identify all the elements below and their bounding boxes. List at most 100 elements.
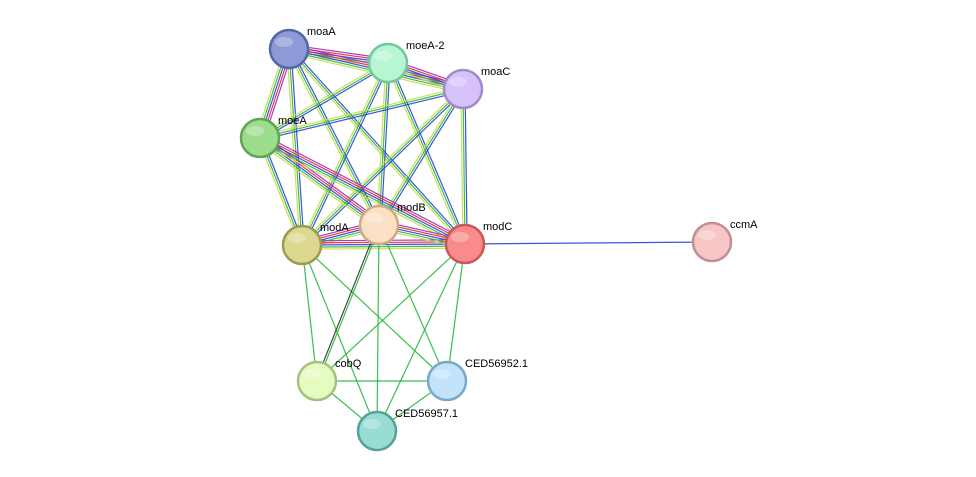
edge-line-green bbox=[258, 139, 465, 247]
edge-line-yellow bbox=[257, 141, 464, 249]
node-label: moeA bbox=[278, 115, 307, 127]
node-highlight bbox=[449, 77, 467, 87]
node-circle[interactable] bbox=[239, 117, 281, 159]
edge-line-green bbox=[446, 243, 466, 382]
edge-line-green bbox=[387, 62, 466, 245]
edge-modB-CED56952.1 bbox=[378, 224, 448, 382]
node-label: modB bbox=[397, 202, 426, 214]
node-modB[interactable]: modB bbox=[358, 202, 426, 246]
edge-modA-CED56957.1 bbox=[301, 244, 378, 432]
edge-line-green bbox=[376, 224, 380, 432]
edge-line-green bbox=[301, 88, 464, 246]
node-label: CED56957.1 bbox=[395, 408, 458, 420]
edge-moaC-modA bbox=[300, 87, 465, 247]
edge-modA-cobQ bbox=[301, 244, 318, 382]
edge-line-blue bbox=[464, 241, 713, 245]
node-modA[interactable]: modA bbox=[281, 222, 349, 266]
edge-modC-ccmA bbox=[464, 241, 713, 245]
edges-layer bbox=[255, 44, 713, 432]
edge-line-yellow bbox=[257, 140, 377, 229]
edge-line-blue bbox=[260, 90, 464, 141]
edge-line-blue bbox=[290, 47, 468, 243]
edge-line-blue bbox=[290, 48, 305, 245]
edge-line-green bbox=[301, 244, 378, 432]
node-circle[interactable] bbox=[358, 204, 400, 246]
edge-line-green bbox=[301, 244, 448, 382]
edge-modB-cobQ bbox=[315, 224, 381, 382]
edge-line-blue bbox=[303, 63, 391, 247]
node-highlight bbox=[365, 213, 383, 223]
node-circle[interactable] bbox=[442, 68, 484, 110]
edge-moeA-2-moeA bbox=[258, 60, 390, 141]
node-highlight bbox=[374, 51, 392, 61]
edge-modB-CED56957.1 bbox=[376, 224, 380, 432]
node-ccmA[interactable]: ccmA bbox=[691, 219, 758, 263]
node-label: ccmA bbox=[730, 219, 758, 231]
edge-line-blue bbox=[389, 61, 468, 244]
edge-modC-CED56952.1 bbox=[446, 243, 466, 382]
node-circle[interactable] bbox=[296, 360, 338, 402]
edge-line-green bbox=[376, 243, 466, 432]
node-cobQ[interactable]: cobQ bbox=[296, 358, 362, 402]
edge-line-blue bbox=[260, 64, 390, 141]
edge-line-yellow bbox=[286, 49, 301, 246]
edge-moaA-modA bbox=[286, 48, 305, 246]
edge-line-blue bbox=[380, 63, 391, 226]
node-circle[interactable] bbox=[367, 42, 409, 84]
edge-line-green bbox=[258, 139, 379, 228]
edge-line-green bbox=[317, 225, 381, 382]
node-circle[interactable] bbox=[268, 28, 310, 70]
node-moaA[interactable]: moaA bbox=[268, 26, 336, 70]
node-circle[interactable] bbox=[691, 221, 733, 263]
edge-line-blue bbox=[259, 137, 466, 245]
edge-line-green bbox=[316, 243, 466, 382]
node-circle[interactable] bbox=[281, 224, 323, 266]
edge-line-green bbox=[288, 48, 303, 246]
node-label: moaA bbox=[307, 26, 336, 38]
node-circle[interactable] bbox=[356, 410, 398, 452]
edge-line-yellow bbox=[300, 87, 462, 244]
node-label: cobQ bbox=[335, 358, 362, 370]
edge-line-yellow bbox=[259, 86, 463, 137]
edge-line-green bbox=[259, 88, 464, 139]
edge-line-yellow bbox=[286, 50, 464, 246]
edge-line-green bbox=[301, 62, 389, 246]
edge-line-green bbox=[302, 245, 466, 248]
node-circle[interactable] bbox=[426, 360, 468, 402]
node-circle[interactable] bbox=[444, 223, 486, 265]
edge-line-green bbox=[462, 88, 466, 245]
edge-moaA-modC bbox=[286, 47, 468, 246]
edge-line-blue bbox=[303, 90, 465, 247]
node-highlight bbox=[246, 126, 264, 136]
edge-line-yellow bbox=[286, 49, 378, 227]
edge-line-yellow bbox=[460, 89, 464, 245]
node-CED56952.1[interactable]: CED56952.1 bbox=[426, 358, 528, 402]
node-modC[interactable]: modC bbox=[444, 221, 512, 265]
edge-moeA-2-modA bbox=[299, 61, 391, 247]
node-label: modA bbox=[320, 222, 349, 234]
node-CED56957.1[interactable]: CED56957.1 bbox=[356, 408, 458, 452]
edge-moaC-moeA bbox=[259, 86, 464, 141]
edge-line-purple bbox=[261, 133, 468, 241]
edge-line-green bbox=[288, 48, 380, 226]
node-highlight bbox=[433, 369, 451, 379]
edge-line-green bbox=[301, 244, 318, 382]
edge-line-green bbox=[259, 62, 389, 139]
edge-line-blue bbox=[464, 88, 468, 244]
node-moeA-2[interactable]: moeA-2 bbox=[367, 40, 445, 84]
edge-line-yellow bbox=[302, 247, 466, 250]
node-highlight bbox=[275, 37, 293, 47]
node-moaC[interactable]: moaC bbox=[442, 66, 510, 110]
edge-modC-cobQ bbox=[316, 243, 466, 382]
edge-moaC-modC bbox=[460, 88, 468, 245]
edge-line-yellow bbox=[376, 62, 387, 225]
edge-line-green bbox=[288, 48, 466, 245]
node-label: moaC bbox=[481, 66, 510, 78]
edge-moeA-modC bbox=[257, 133, 468, 249]
node-moeA[interactable]: moeA bbox=[239, 115, 307, 159]
edge-modC-CED56957.1 bbox=[376, 243, 466, 432]
node-label: moeA-2 bbox=[406, 40, 445, 52]
edge-line-red bbox=[260, 135, 467, 243]
node-highlight bbox=[303, 369, 321, 379]
